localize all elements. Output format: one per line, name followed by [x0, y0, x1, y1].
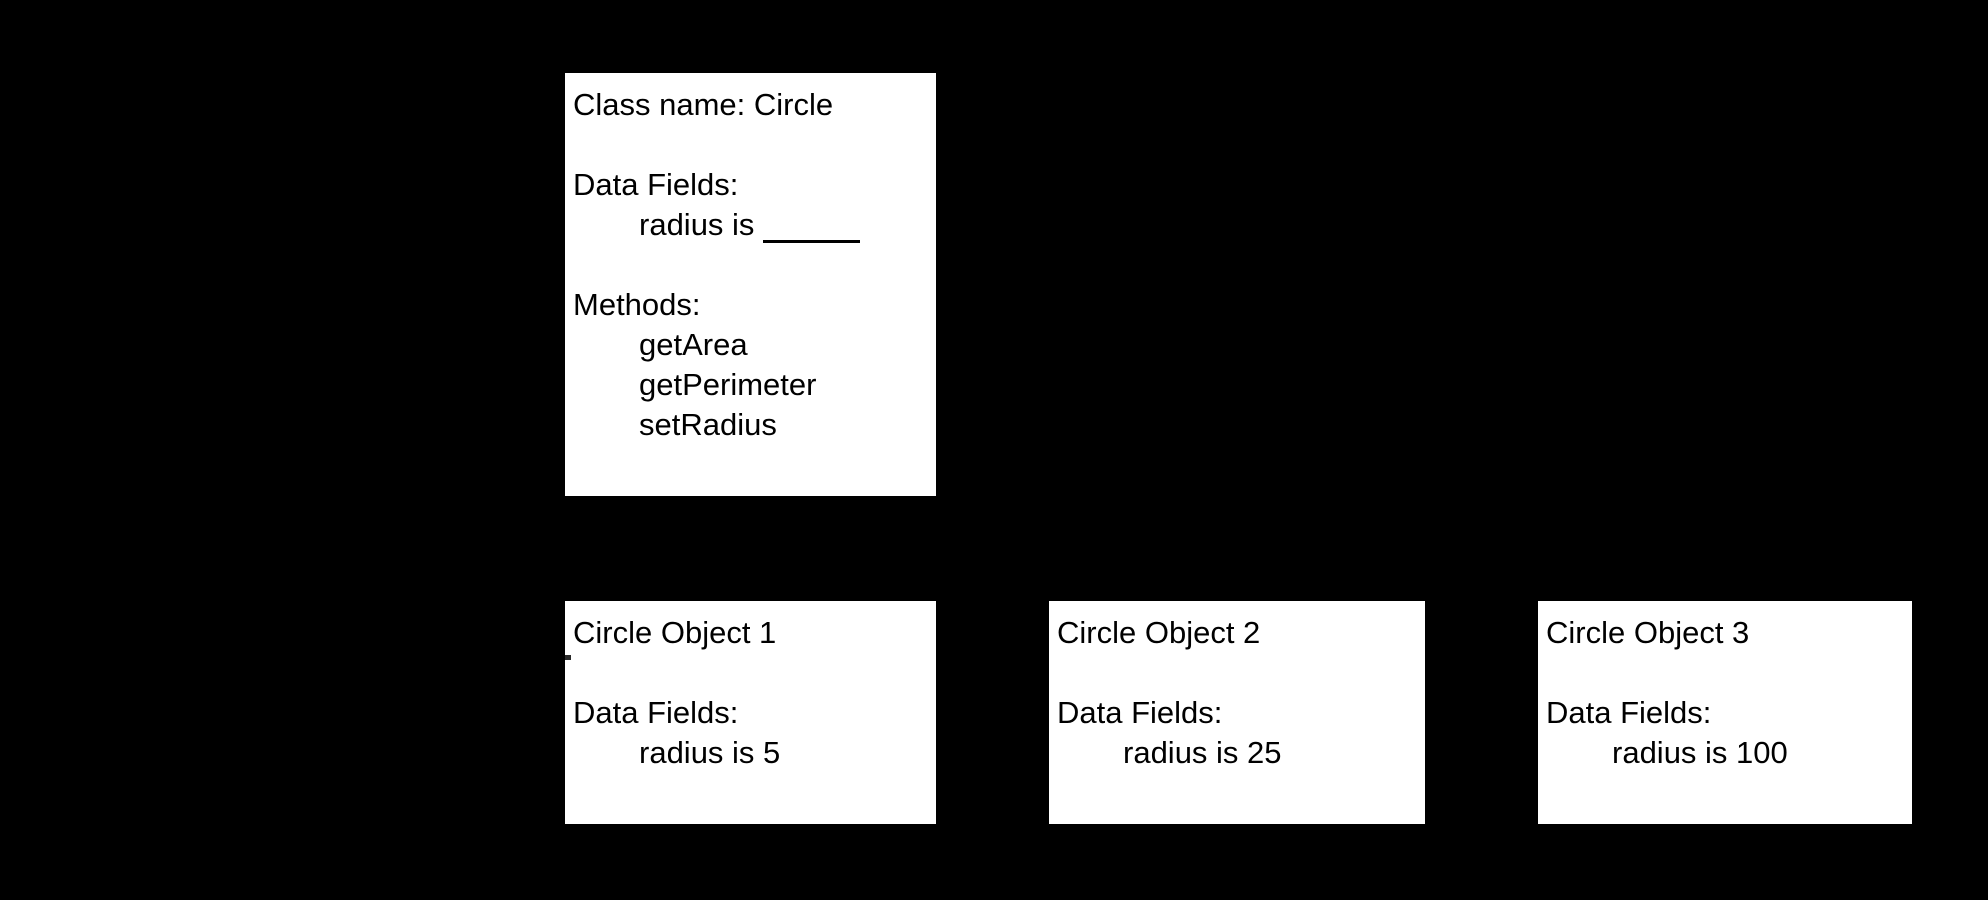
object-1-spacer [573, 653, 936, 693]
object-2-spacer [1057, 653, 1425, 693]
class-data-field-row: radius is [573, 205, 936, 245]
object-1-radius-field: radius is 5 [639, 735, 781, 770]
class-method-set-radius: setRadius [639, 407, 777, 442]
object-box-circle-object-1: Circle Object 1 Data Fields: radius is 5 [565, 601, 936, 824]
class-data-field-blank [763, 240, 861, 243]
class-name-label: Class name: Circle [573, 87, 834, 122]
object-2-radius-field: radius is 25 [1123, 735, 1282, 770]
object-3-spacer [1546, 653, 1912, 693]
object-3-radius-field: radius is 100 [1612, 735, 1788, 770]
class-data-fields-heading: Data Fields: [573, 167, 739, 202]
class-method-get-perimeter: getPerimeter [639, 367, 817, 402]
object-1-data-fields-heading: Data Fields: [573, 695, 739, 730]
class-data-field-label: radius is [639, 207, 764, 242]
class-methods-heading: Methods: [573, 287, 701, 322]
class-spacer-2 [573, 245, 936, 285]
object-2-title: Circle Object 2 [1057, 615, 1261, 650]
object-3-title: Circle Object 3 [1546, 615, 1750, 650]
object-box-circle-object-3: Circle Object 3 Data Fields: radius is 1… [1538, 601, 1912, 824]
class-method-get-area: getArea [639, 327, 748, 362]
object-1-title: Circle Object 1 [573, 615, 777, 650]
object-3-data-fields-heading: Data Fields: [1546, 695, 1712, 730]
object-box-circle-object-2: Circle Object 2 Data Fields: radius is 2… [1049, 601, 1425, 824]
class-spacer-1 [573, 125, 936, 165]
edge-tick-mark [565, 655, 571, 660]
object-2-data-fields-heading: Data Fields: [1057, 695, 1223, 730]
class-box: Class name: Circle Data Fields: radius i… [565, 73, 936, 496]
